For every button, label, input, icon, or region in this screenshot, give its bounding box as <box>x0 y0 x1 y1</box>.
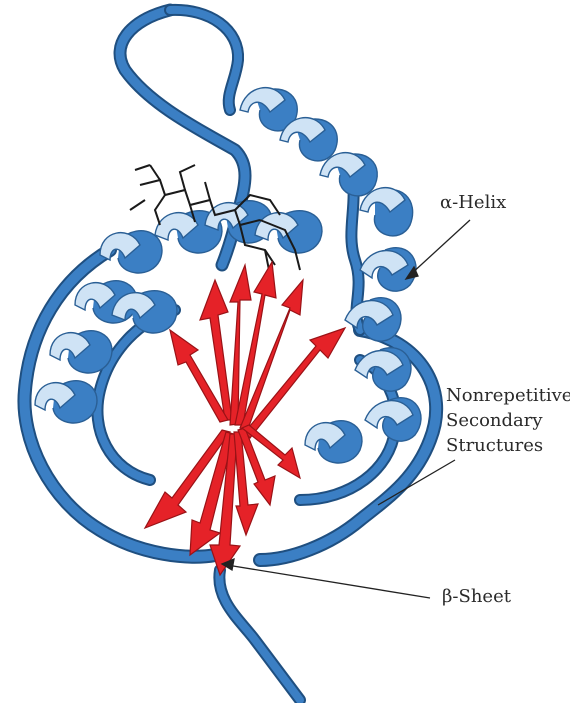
beta-sheet-leader <box>227 565 430 598</box>
alpha-helix-label: α-Helix <box>440 192 506 214</box>
nonrepetitive-label-line3: Structures <box>446 435 543 457</box>
beta-sheet-label: β-Sheet <box>442 586 511 608</box>
nonrepetitive-label-line2: Secondary <box>446 410 543 432</box>
alpha-helix-leader <box>410 220 470 275</box>
nonrepetitive-label-line1: Nonrepetitive <box>446 385 570 407</box>
